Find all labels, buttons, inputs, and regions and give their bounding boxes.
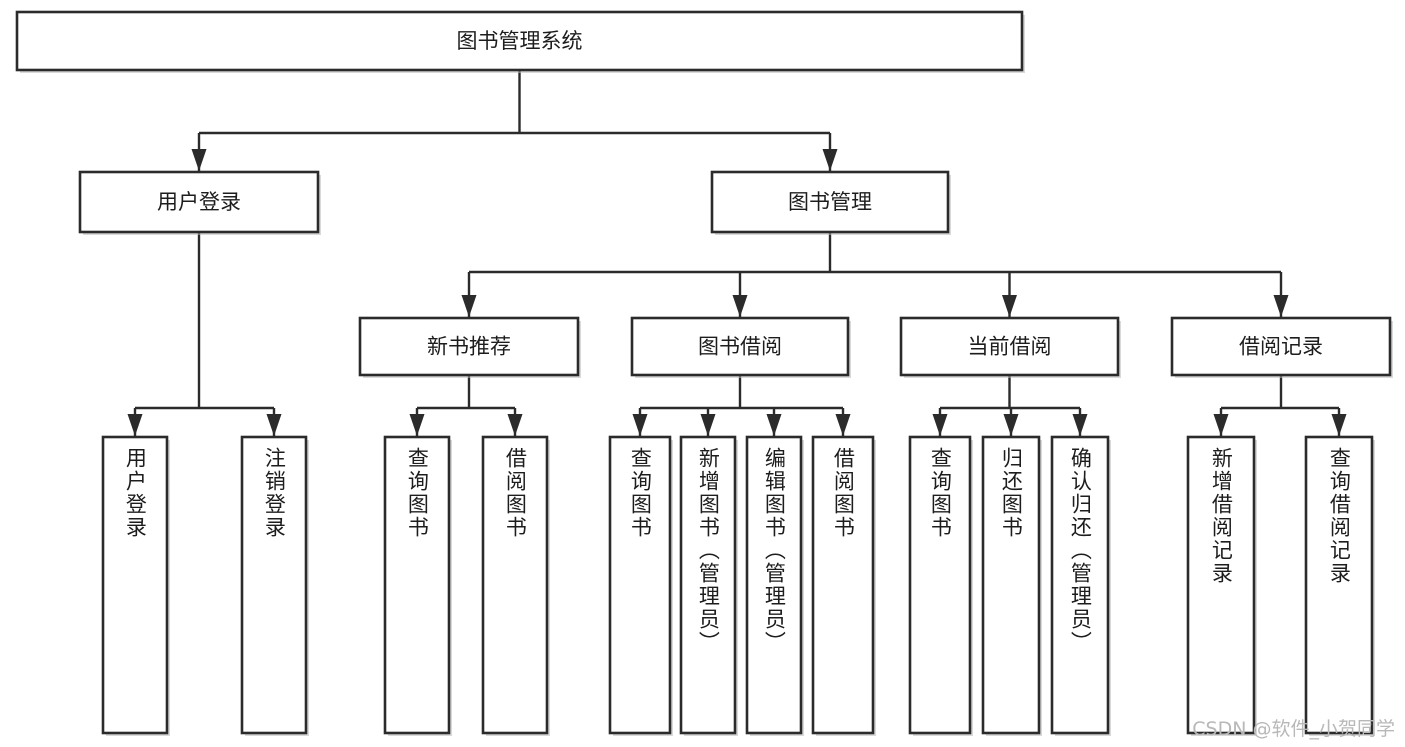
node-l3-5[interactable] [679,435,737,735]
edge-user-arrowhead-1 [266,414,282,436]
edge-root-arrowhead-1 [822,149,838,171]
node-l2-2[interactable] [899,316,1120,377]
edge-borrow-arrowhead-0 [632,414,648,436]
node-l3-12[interactable] [1304,435,1374,735]
edge-current-arrowhead-0 [932,414,948,436]
node-boxes [15,10,1393,736]
edge-new-arrowhead-0 [409,414,425,436]
node-l3-7[interactable] [811,435,875,735]
edge-root-arrowhead-0 [191,149,207,171]
node-l2-1[interactable] [630,316,850,377]
node-l3-9[interactable] [981,435,1041,735]
node-l1-1-label: 图书管理 [788,190,872,214]
connector-edges [127,70,1347,436]
node-l3-11[interactable] [1186,435,1256,735]
edge-book-arrowhead-3 [1273,295,1289,317]
node-l3-10[interactable] [1050,435,1110,735]
edge-book-arrowhead-0 [461,295,477,317]
node-l2-3[interactable] [1170,316,1392,377]
node-l3-4[interactable] [608,435,672,735]
node-l2-1-label: 图书借阅 [698,335,782,359]
node-root-label: 图书管理系统 [457,29,583,53]
edge-book-arrowhead-1 [732,295,748,317]
node-l3-3[interactable] [481,435,549,735]
edge-new-arrowhead-1 [507,414,523,436]
node-l1-0-label: 用户登录 [157,190,241,214]
edge-current-arrowhead-1 [1003,414,1019,436]
edge-book-arrowhead-2 [1002,295,1017,317]
node-l3-6[interactable] [745,435,803,735]
node-l2-3-label: 借阅记录 [1239,335,1323,359]
node-root[interactable] [15,10,1024,72]
edge-borrow-arrowhead-2 [766,414,782,436]
node-l3-2[interactable] [383,435,451,735]
node-l2-2-label: 当前借阅 [968,335,1052,359]
node-l2-0-label: 新书推荐 [427,335,511,359]
node-l3-1[interactable] [240,435,308,735]
edge-borrow-arrowhead-1 [700,414,716,436]
edge-current-arrowhead-2 [1072,414,1088,436]
node-l3-0[interactable] [101,435,169,735]
node-l2-0[interactable] [358,316,580,377]
edge-record-arrowhead-1 [1331,414,1347,436]
edge-record-arrowhead-0 [1213,414,1229,436]
node-l1-0[interactable] [78,170,320,234]
node-l1-1[interactable] [710,170,950,234]
edge-borrow-arrowhead-3 [835,414,851,436]
edge-user-arrowhead-0 [127,414,143,436]
node-l3-8[interactable] [908,435,972,735]
